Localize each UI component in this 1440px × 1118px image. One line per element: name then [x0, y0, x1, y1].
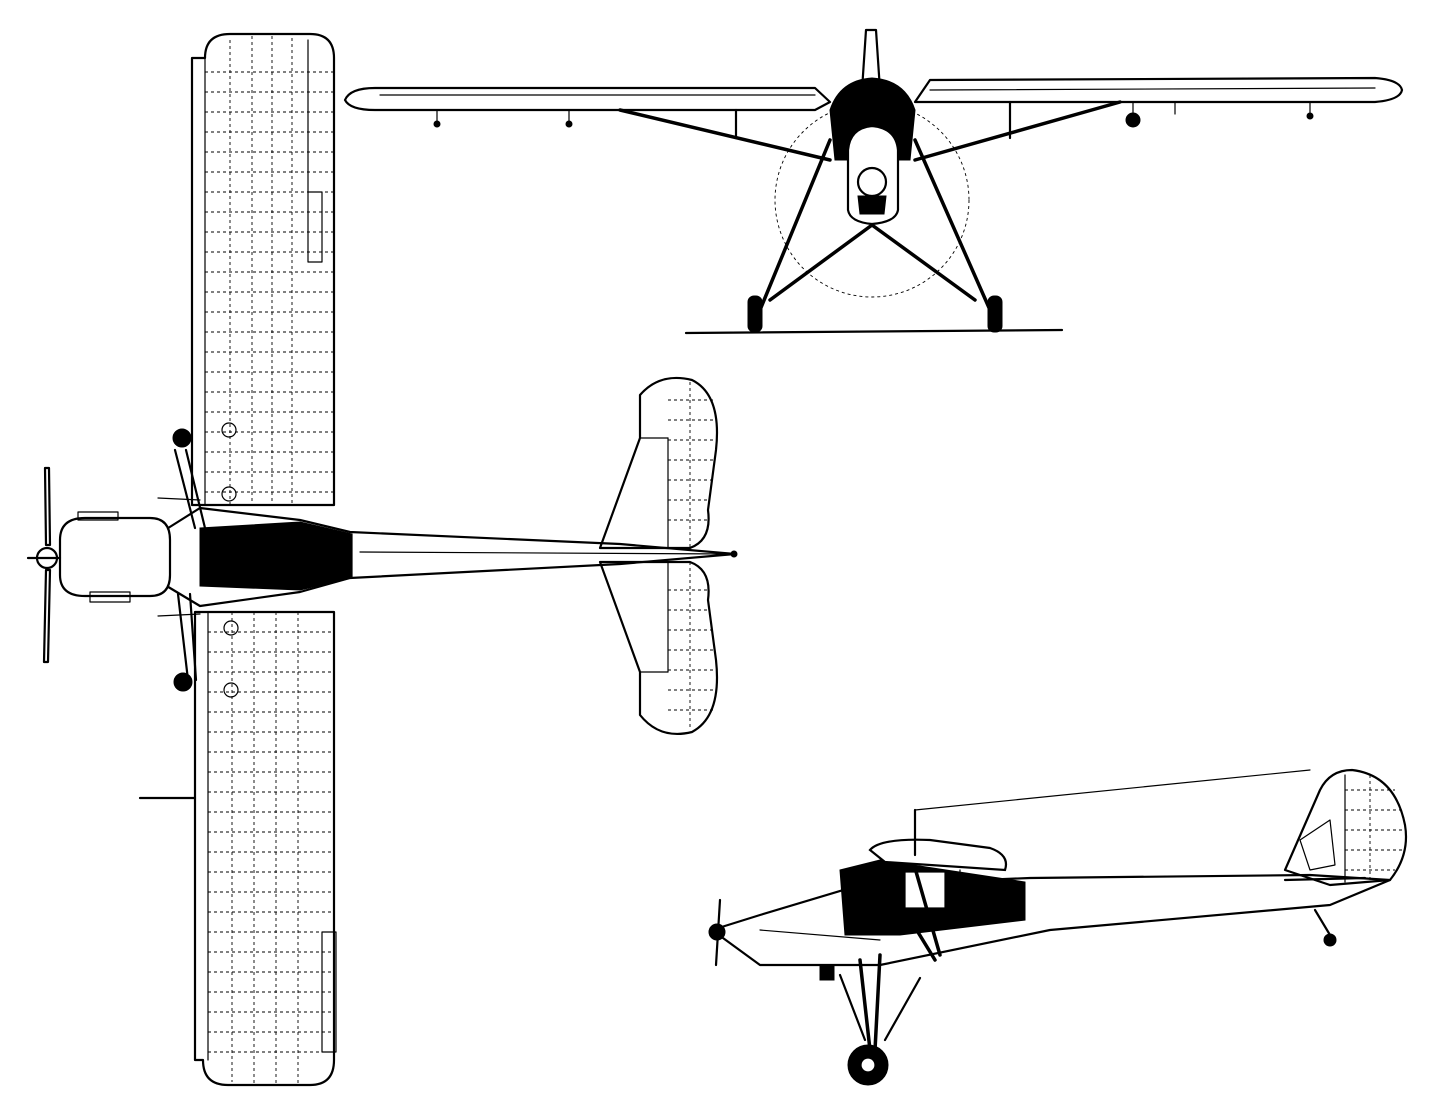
perspective-view: [708, 768, 1408, 1086]
top-view-wing-lower: [138, 610, 337, 1087]
top-view-fuselage: [26, 428, 737, 692]
top-view-tailplane: [598, 376, 738, 736]
perspective-view-fuselage: [710, 873, 1392, 967]
top-view-wing-upper: [190, 32, 336, 507]
perspective-view-tail-grid: [1345, 775, 1405, 880]
top-view-wing-lower-grid: [208, 612, 334, 1084]
top-view-tailplane-grid: [668, 382, 716, 730]
front-view: [343, 28, 1404, 335]
front-view-wing-left: [343, 86, 832, 112]
top-view-wing-upper-grid: [205, 36, 334, 505]
perspective-view-tail: [1283, 768, 1408, 887]
front-view-wing-right: [913, 76, 1404, 104]
top-view: [26, 32, 738, 1087]
